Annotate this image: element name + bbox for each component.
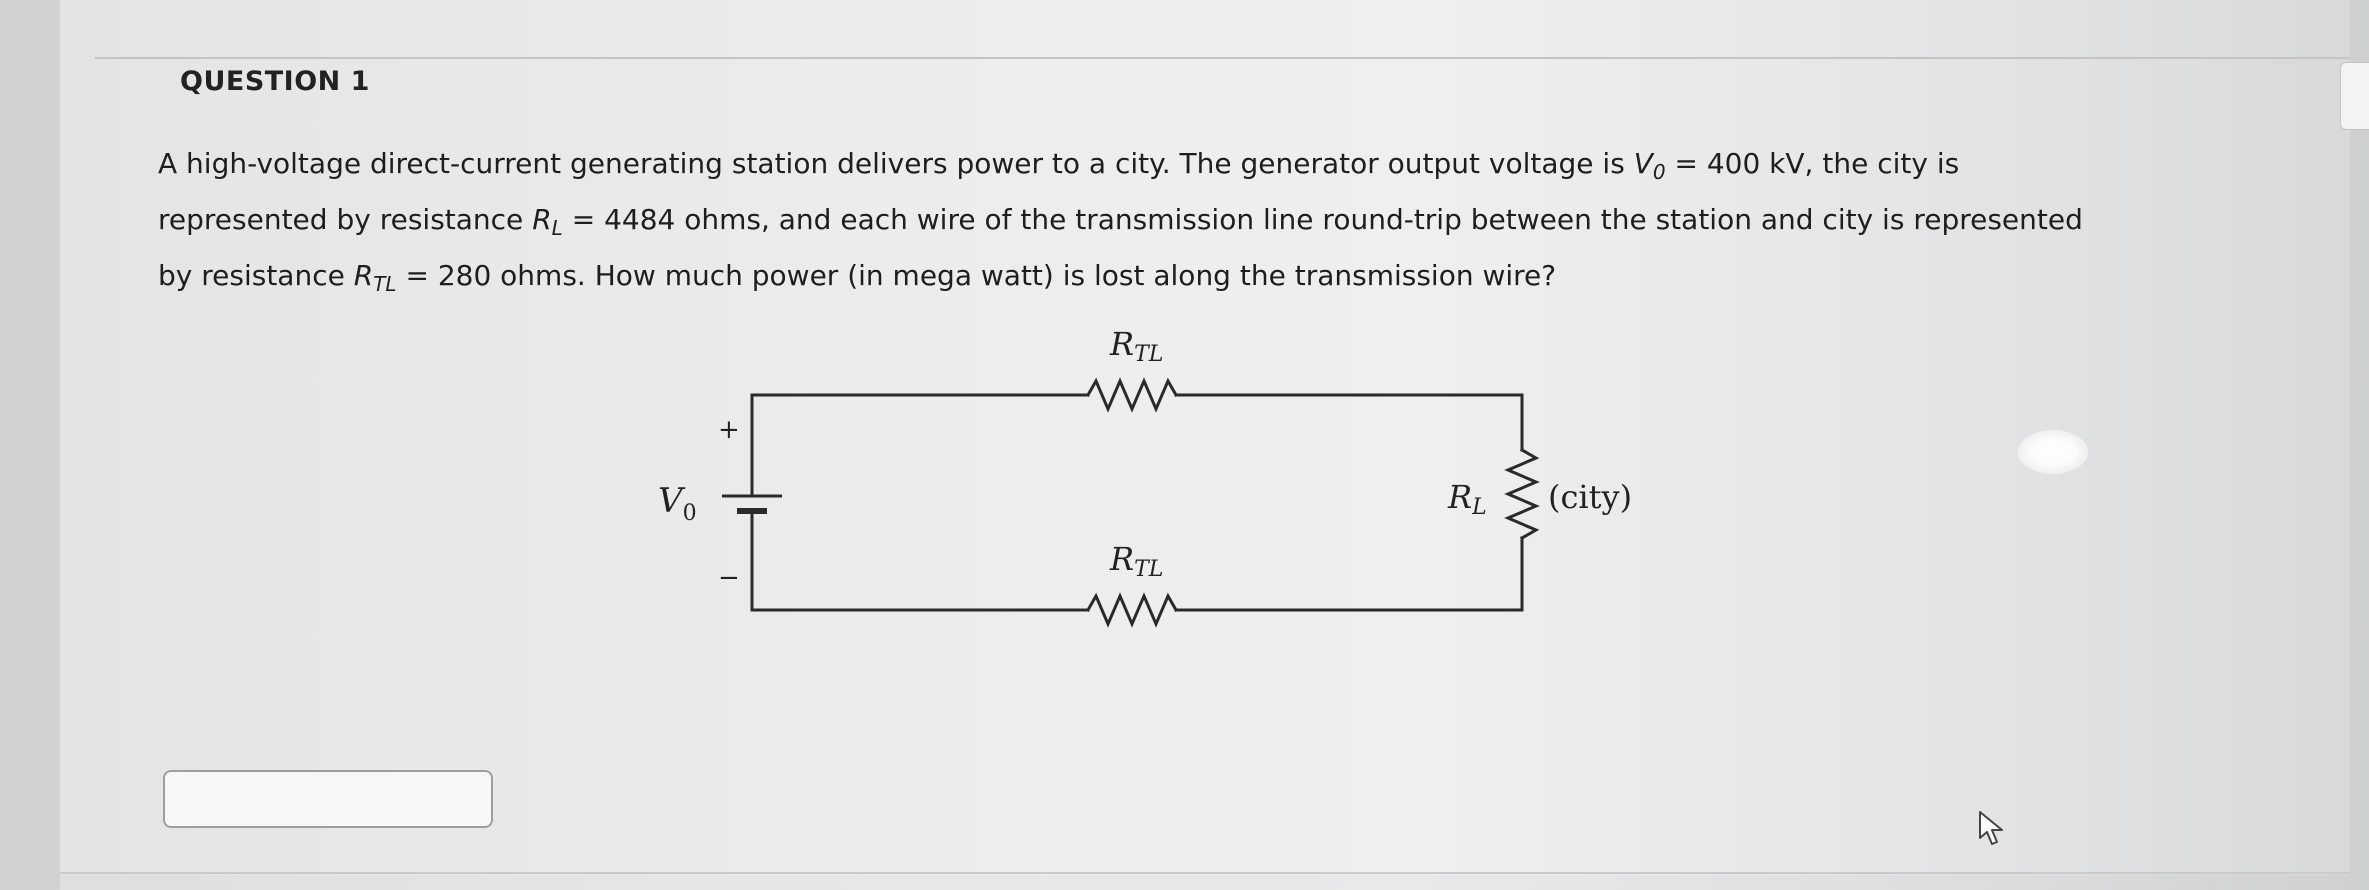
rl-symbol: R	[532, 203, 552, 236]
bottom-resistor	[1085, 592, 1179, 628]
screen-glare	[2018, 430, 2088, 474]
scrollbar-handle[interactable]	[2340, 62, 2369, 130]
question-line-2: represented by resistance RL = 4484 ohms…	[158, 196, 2238, 252]
question-line-3-a: by resistance	[158, 259, 354, 292]
rtl-symbol: R	[353, 259, 374, 292]
rtl-subscript: TL	[373, 272, 397, 296]
question-line-3: by resistance RTL = 280 ohms. How much p…	[158, 252, 2238, 308]
question-line-1-b: = 400 kV, the city is	[1665, 147, 1960, 180]
plus-sign: +	[718, 415, 740, 445]
question-panel	[60, 0, 2350, 875]
battery-icon	[722, 494, 782, 514]
pointer-arrow-icon	[1979, 811, 2003, 845]
minus-sign: −	[718, 563, 740, 593]
source-label: V0	[658, 481, 697, 526]
load-label: RL	[1447, 478, 1487, 520]
question-line-2-b: = 4484 ohms, and each wire of the transm…	[562, 203, 2083, 236]
question-title: QUESTION 1	[180, 66, 370, 97]
question-line-3-b: = 280 ohms. How much power (in mega watt…	[396, 259, 1557, 292]
v0-subscript: 0	[1652, 160, 1666, 184]
left-margin	[0, 0, 60, 890]
rl-subscript: L	[551, 216, 563, 240]
rtl-bottom-label: RTL	[1109, 540, 1163, 582]
question-line-2-a: represented by resistance	[158, 203, 533, 236]
city-caption: (city)	[1548, 478, 1632, 516]
question-text: A high-voltage direct-current generating…	[158, 140, 2238, 308]
v0-symbol: V	[1633, 147, 1653, 180]
bottom-divider	[60, 872, 2350, 874]
question-line-1-a: A high-voltage direct-current generating…	[158, 147, 1634, 180]
question-line-1: A high-voltage direct-current generating…	[158, 140, 2238, 196]
load-resistor	[1504, 447, 1540, 541]
top-divider	[95, 57, 2350, 59]
top-resistor	[1085, 377, 1179, 413]
rtl-top-label: RTL	[1109, 325, 1163, 367]
answer-input[interactable]	[163, 770, 493, 828]
